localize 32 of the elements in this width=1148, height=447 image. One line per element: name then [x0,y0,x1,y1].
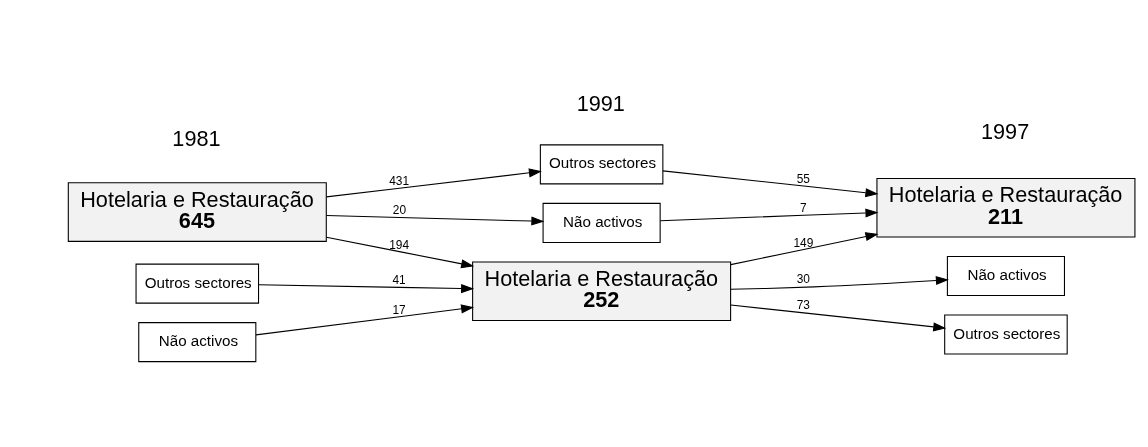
node-box: Hotelaria e Restauração 211 [876,177,1136,238]
arrow [662,169,879,197]
edge-label: 149 [793,235,814,250]
label: 1991 [576,90,625,116]
arrow [255,303,475,335]
node-box: Hotelaria e Restauração 252 [472,260,732,321]
edge-label: 55 [796,171,810,186]
node-box: Não activos [542,202,661,243]
arrow [730,231,879,265]
edge-label: 431 [389,173,410,188]
edge-label: 41 [392,272,406,287]
label: 1997 [981,118,1030,144]
label: 1981 [172,125,221,151]
node-box: Outros sectores [539,143,664,184]
edge-label: 17 [392,302,406,317]
node-box: Hotelaria e Restauração 645 [67,181,327,242]
node-box: Outros sectores [944,314,1068,355]
node-box: Outros sectores [135,263,260,304]
arrow [325,167,542,197]
edge-label: 30 [796,271,810,286]
arrow [659,207,879,221]
arrow [730,303,947,331]
edge-label: 194 [389,237,410,252]
arrow [730,275,949,290]
edge-label: 73 [796,297,810,312]
node-box: Não activos [138,321,257,362]
edge-label: 20 [392,202,407,217]
node-box: Não activos [946,255,1065,296]
arrow [325,214,545,226]
edge-label: 7 [799,200,807,215]
arrow [258,283,475,293]
arrow [325,236,475,268]
